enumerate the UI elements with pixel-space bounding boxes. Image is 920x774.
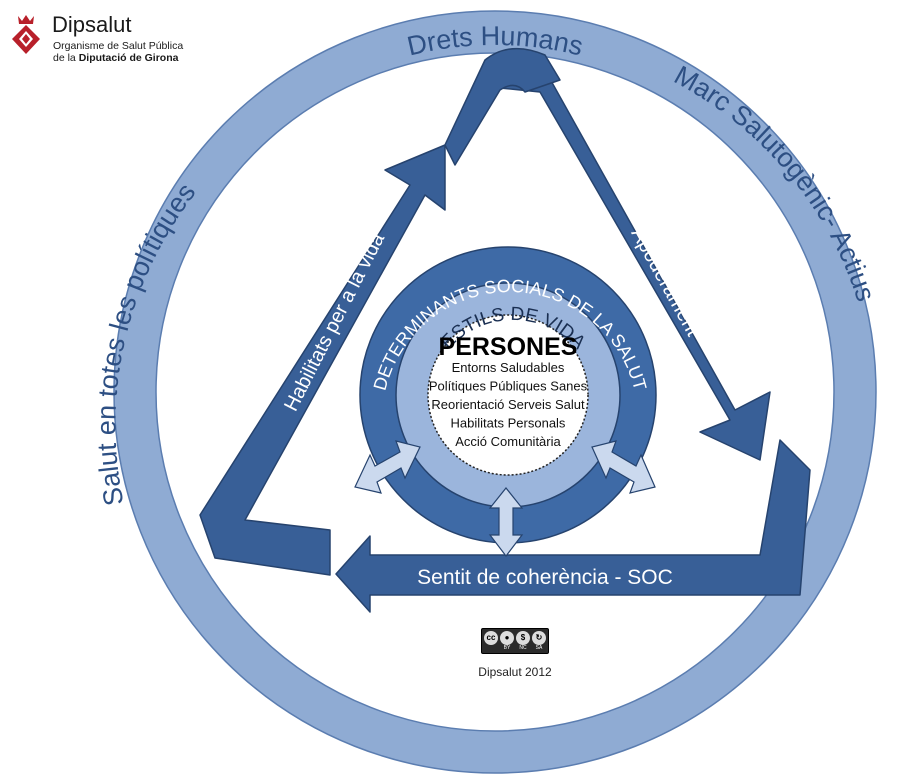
sa-label: SA [535, 645, 543, 651]
license-credits: cc ● $ ↻ BY NC SA Dipsalut 2012 [440, 628, 590, 679]
arrow-right-side [499, 69, 771, 461]
logo-line-1: Organisme de Salut Pública [53, 40, 184, 52]
logo-line-2: de la Diputació de Girona [53, 52, 183, 64]
by-label: BY [503, 645, 511, 651]
logo-line-2-prefix: de la [53, 52, 79, 64]
label-apoderament: Apoderament [627, 224, 705, 340]
dipsalut-emblem-icon [12, 15, 40, 54]
sa-icon: ↻ [532, 631, 546, 645]
double-arrow-right [591, 440, 656, 494]
credit-text: Dipsalut 2012 [478, 665, 552, 679]
center-item: Habilitats Personals [451, 416, 566, 431]
nc-label: NC [519, 645, 527, 651]
arrow-bottom-side [335, 439, 811, 613]
center-item: Reorientació Serveis Salut [431, 397, 585, 412]
triangle-arrows [199, 47, 811, 613]
center-item: Polítiques Públiques Sanes [429, 379, 588, 394]
center-item: Entorns Saludables [452, 360, 565, 375]
center-item: Acció Comunitària [455, 434, 561, 449]
by-icon: ● [500, 631, 514, 645]
triangle-apex [444, 47, 561, 166]
logo-name: Dipsalut [52, 12, 132, 37]
dipsalut-logo: Dipsalut Organisme de Salut Pública de l… [6, 12, 236, 74]
label-sentit-coherencia: Sentit de coherència - SOC [417, 566, 673, 589]
center-disc [427, 314, 589, 476]
double-arrow-left [354, 440, 421, 494]
outer-ring-edge [113, 10, 877, 774]
connector-arrows [354, 440, 656, 557]
cc-icon: cc [484, 631, 498, 645]
cc-license-badge: cc ● $ ↻ BY NC SA [481, 628, 549, 654]
nc-icon: $ [516, 631, 530, 645]
outer-ring [114, 11, 876, 773]
center-title: PERSONES [439, 333, 578, 361]
logo-subtitle: Organisme de Salut Pública de la Diputac… [53, 40, 183, 64]
logo-line-2-bold: Diputació de Girona [78, 52, 179, 64]
double-arrow-bottom [488, 487, 524, 557]
